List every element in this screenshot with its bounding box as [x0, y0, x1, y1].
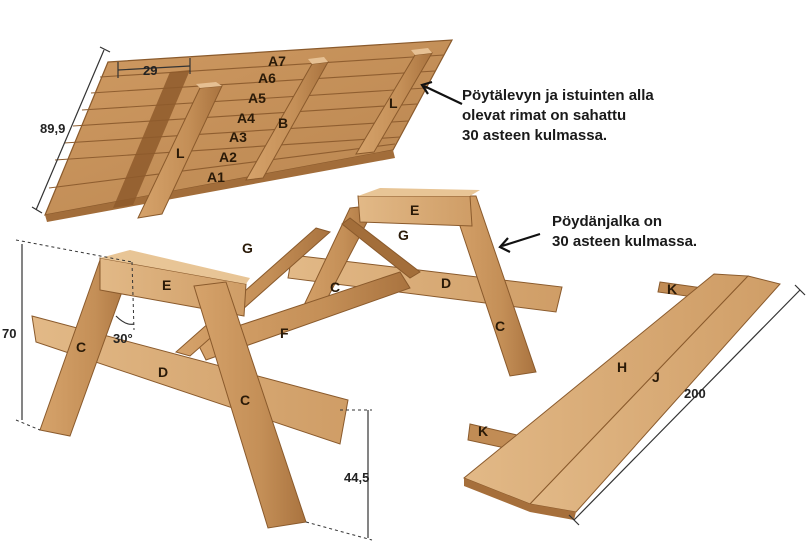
- label-a7: A7: [268, 53, 286, 69]
- label-e-back: E: [410, 202, 419, 218]
- label-c-back-right: C: [495, 318, 505, 334]
- top-cleat-left: [113, 70, 190, 208]
- label-c-front-right: C: [240, 392, 250, 408]
- dim-bench-length: 200: [684, 386, 706, 401]
- label-a1: A1: [207, 169, 225, 185]
- label-e-front: E: [162, 277, 171, 293]
- dim-seat-height: 44,5: [344, 470, 369, 485]
- top-note-line-2: olevat rimat on sahattu: [462, 107, 626, 124]
- label-f: F: [280, 325, 289, 341]
- label-k-front: K: [478, 423, 488, 439]
- dim-top-depth: 89,9: [40, 121, 65, 136]
- label-j: J: [652, 369, 660, 385]
- label-c-front-left: C: [76, 339, 86, 355]
- dim-top-width: 29: [143, 63, 157, 78]
- top-note-line-3: 30 asteen kulmassa.: [462, 127, 607, 144]
- label-a3: A3: [229, 129, 247, 145]
- label-k-back: K: [667, 281, 677, 297]
- label-d-front: D: [158, 364, 168, 380]
- label-g-left: G: [242, 240, 253, 256]
- frame-assembly: E G G C D C E F C D C 30° 70 44,5 Pöydän…: [2, 188, 697, 541]
- label-a2: A2: [219, 149, 237, 165]
- label-g-right: G: [398, 227, 409, 243]
- label-c-back-left: C: [330, 279, 340, 295]
- top-note-line-1: Pöytälevyn ja istuinten alla: [462, 87, 654, 104]
- label-a6: A6: [258, 70, 276, 86]
- label-a4: A4: [237, 110, 255, 126]
- table-top-assembly: A7 A6 A5 A4 A3 A2 A1 B L L 29 89,9 Pöytä…: [31, 39, 654, 222]
- dim-angle: 30°: [113, 331, 133, 346]
- top-cleat-l-right: [355, 52, 433, 155]
- label-l-left: L: [176, 145, 185, 161]
- label-a5: A5: [248, 90, 266, 106]
- label-h: H: [617, 359, 627, 375]
- top-note-arrow: [423, 85, 463, 105]
- label-d-back: D: [441, 275, 451, 291]
- label-b: B: [278, 115, 288, 131]
- stretcher-f: [195, 271, 411, 361]
- leg-note-line-2: 30 asteen kulmassa.: [552, 233, 697, 250]
- leg-note-line-1: Pöydänjalka on: [552, 213, 662, 230]
- label-l-right: L: [389, 95, 398, 111]
- brace-g-right: [341, 217, 421, 279]
- dim-height: 70: [2, 326, 16, 341]
- bench-assembly: K K H J 200: [463, 273, 806, 526]
- leg-note-arrow: [501, 232, 541, 248]
- table-top-plank-lines: [48, 54, 445, 189]
